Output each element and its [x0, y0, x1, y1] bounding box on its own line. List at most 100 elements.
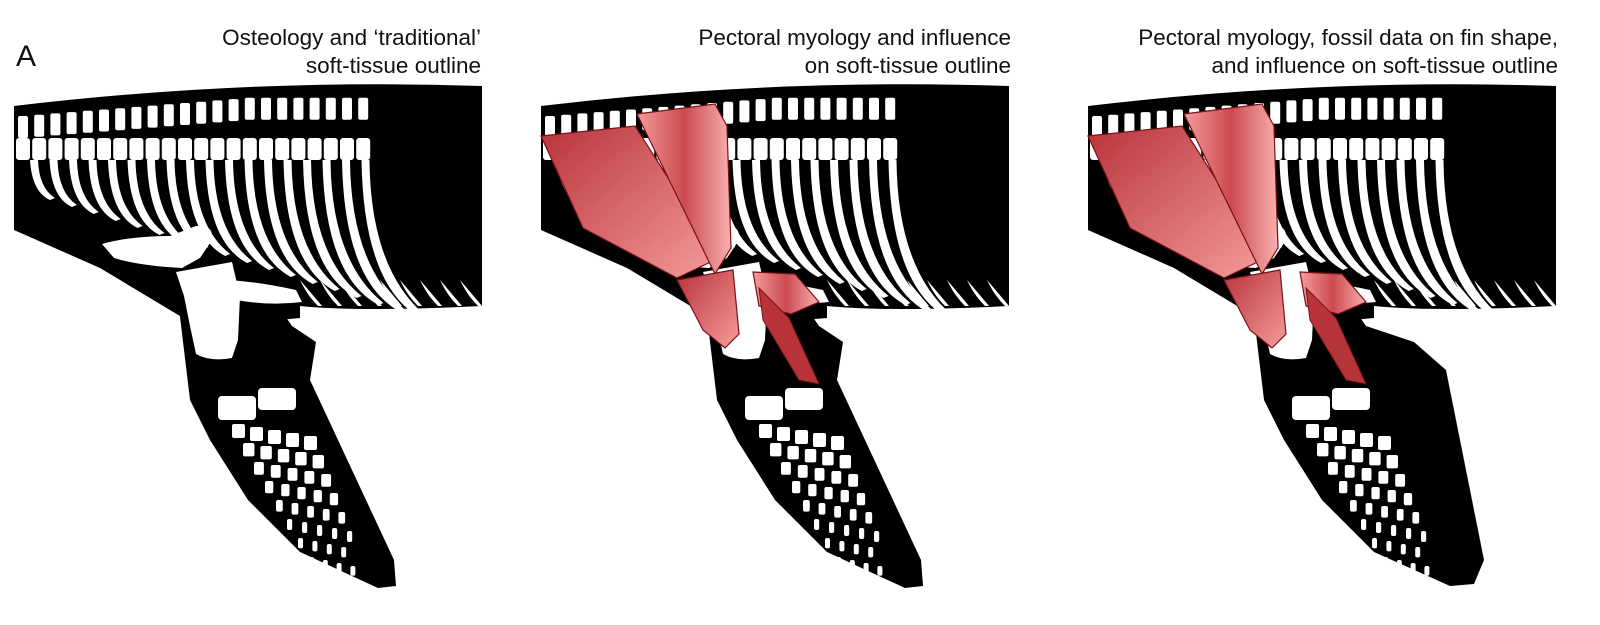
vertebra-spine [1108, 114, 1119, 137]
vertebra-body [1430, 138, 1445, 160]
vertebra-body [786, 138, 800, 160]
vertebra-spine [34, 114, 45, 137]
phalanx [265, 481, 274, 494]
panel-1-title-line2: soft-tissue outline [305, 53, 481, 78]
phalanx [1378, 436, 1391, 450]
phalanx [1386, 541, 1392, 552]
rib [1338, 160, 1392, 284]
rib [361, 160, 428, 319]
phalanx [770, 443, 782, 457]
phalanx [326, 544, 332, 555]
vertebra-body [1365, 138, 1380, 160]
phalanx [309, 557, 314, 567]
phalanx [853, 544, 859, 555]
vertebra-spine [545, 116, 555, 138]
phalanx [834, 506, 841, 518]
rib [1377, 160, 1436, 298]
phalanx [291, 503, 299, 515]
phalanx [814, 519, 820, 530]
vertebra-body [1316, 138, 1331, 160]
vertebra-body [753, 138, 768, 160]
rib [244, 160, 296, 277]
panel-2-title-line2: on soft-tissue outline [804, 53, 1011, 78]
panel-1-title: Osteology and ‘traditional’ soft-tissue … [222, 24, 481, 80]
rib [225, 160, 274, 270]
phalanx [286, 433, 299, 447]
vertebra-spine [561, 114, 572, 137]
phalanx [1378, 471, 1389, 484]
phalanx [1412, 512, 1420, 524]
vertebra-spine [277, 97, 288, 120]
phalanx [1339, 481, 1348, 494]
vertebra-body [226, 138, 241, 160]
phalanx [277, 449, 290, 463]
phalanx [1396, 509, 1404, 521]
gastralium [1374, 280, 1396, 306]
vertebra-body [1381, 138, 1396, 160]
gastralium [380, 280, 402, 306]
gastralia [827, 280, 1009, 306]
phalanx [822, 452, 834, 466]
gastralium [1454, 280, 1476, 306]
vertebra-spine [325, 97, 336, 120]
gastralium [1534, 280, 1556, 306]
gastralium [340, 280, 362, 306]
rib [771, 160, 823, 277]
phalanx [1406, 528, 1412, 539]
phalanx [849, 509, 857, 521]
phalanx [818, 503, 826, 515]
vertebra-spine [1092, 116, 1102, 138]
muscle-serratus [540, 125, 720, 279]
vertebral-column [16, 97, 371, 160]
rib [264, 160, 318, 284]
vertebra-body [769, 138, 784, 160]
phalanx [1324, 427, 1337, 441]
muscle-deltoid [1223, 269, 1287, 349]
vertebra-spine [755, 99, 766, 122]
rib [1396, 160, 1458, 305]
scapula [228, 280, 302, 304]
vertebra-body [802, 138, 817, 160]
phalanx [268, 430, 281, 444]
phalanx [332, 528, 338, 539]
panel-2-title-line1: Pectoral myology and influence [698, 25, 1011, 50]
vertebra-spine [885, 97, 896, 120]
phalanx [1376, 522, 1382, 533]
phalanx [298, 538, 303, 549]
phalanx [276, 500, 283, 512]
humerus [176, 262, 240, 360]
phalanx [1372, 538, 1377, 549]
rib [88, 160, 121, 221]
gastralium [847, 280, 869, 306]
vertebra-body [1300, 138, 1315, 160]
phalanx [1424, 566, 1430, 576]
vertebra-spine [228, 99, 239, 122]
panel-letter: A [16, 40, 37, 73]
gastralium [460, 280, 482, 306]
rib [1416, 160, 1480, 312]
vertebra-body [1333, 138, 1347, 160]
phalanx [270, 465, 281, 478]
vertebra-spine [804, 97, 815, 120]
phalanx [787, 446, 799, 460]
phalanx [781, 462, 791, 475]
phalanx [304, 471, 315, 484]
panel-3-title: Pectoral myology, fossil data on fin sha… [1138, 24, 1558, 80]
phalanx [287, 519, 293, 530]
gastralium [887, 280, 909, 306]
phalanx [254, 462, 264, 475]
phalanx [797, 465, 808, 478]
gastralium [300, 280, 322, 306]
vertebra-body [194, 138, 209, 160]
rib [791, 160, 845, 284]
vertebra-spine [723, 101, 734, 124]
vertebra-spine [66, 112, 77, 135]
vertebra-spine [50, 113, 61, 136]
phalanx [1334, 446, 1346, 460]
rib [49, 160, 77, 207]
gastralia [1374, 280, 1556, 306]
vertebra-spine [180, 103, 190, 125]
vertebra-spine [196, 101, 207, 124]
vertebra-spine [1286, 100, 1297, 123]
